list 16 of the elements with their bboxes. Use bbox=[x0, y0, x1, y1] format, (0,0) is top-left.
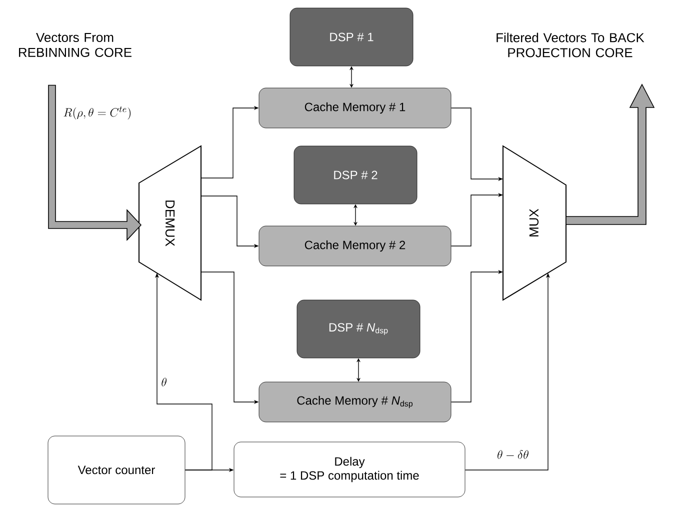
caption-text: Vectors From REBINNING CORE bbox=[19, 32, 132, 58]
edge-label: $\theta-\delta\theta$ bbox=[498, 450, 528, 459]
wide-arrow bbox=[566, 84, 655, 225]
process-box: Delay = 1 DSP computation time bbox=[234, 442, 466, 498]
edge-label: $R(\rho,\theta=C^{te})$ bbox=[64, 106, 131, 120]
edge-label: $\theta$ bbox=[162, 378, 167, 386]
cache-memory-box: Cache Memory # 2 bbox=[258, 226, 452, 266]
wide-arrow bbox=[48, 84, 142, 241]
demux-trapezoid: DEMUX bbox=[138, 145, 202, 301]
process-box: Vector counter bbox=[48, 436, 186, 504]
caption-text: Filtered Vectors To BACK PROJECTION CORE bbox=[496, 32, 644, 58]
cache-memory-box: Cache Memory # N$_{dsp}$ bbox=[258, 382, 452, 422]
dsp-box: DSP # N$_{dsp}$ bbox=[296, 300, 420, 358]
dsp-box: DSP # 1 bbox=[290, 8, 414, 66]
dsp-box: DSP # 2 bbox=[294, 146, 418, 204]
cache-memory-box: Cache Memory # 1 bbox=[258, 88, 452, 128]
